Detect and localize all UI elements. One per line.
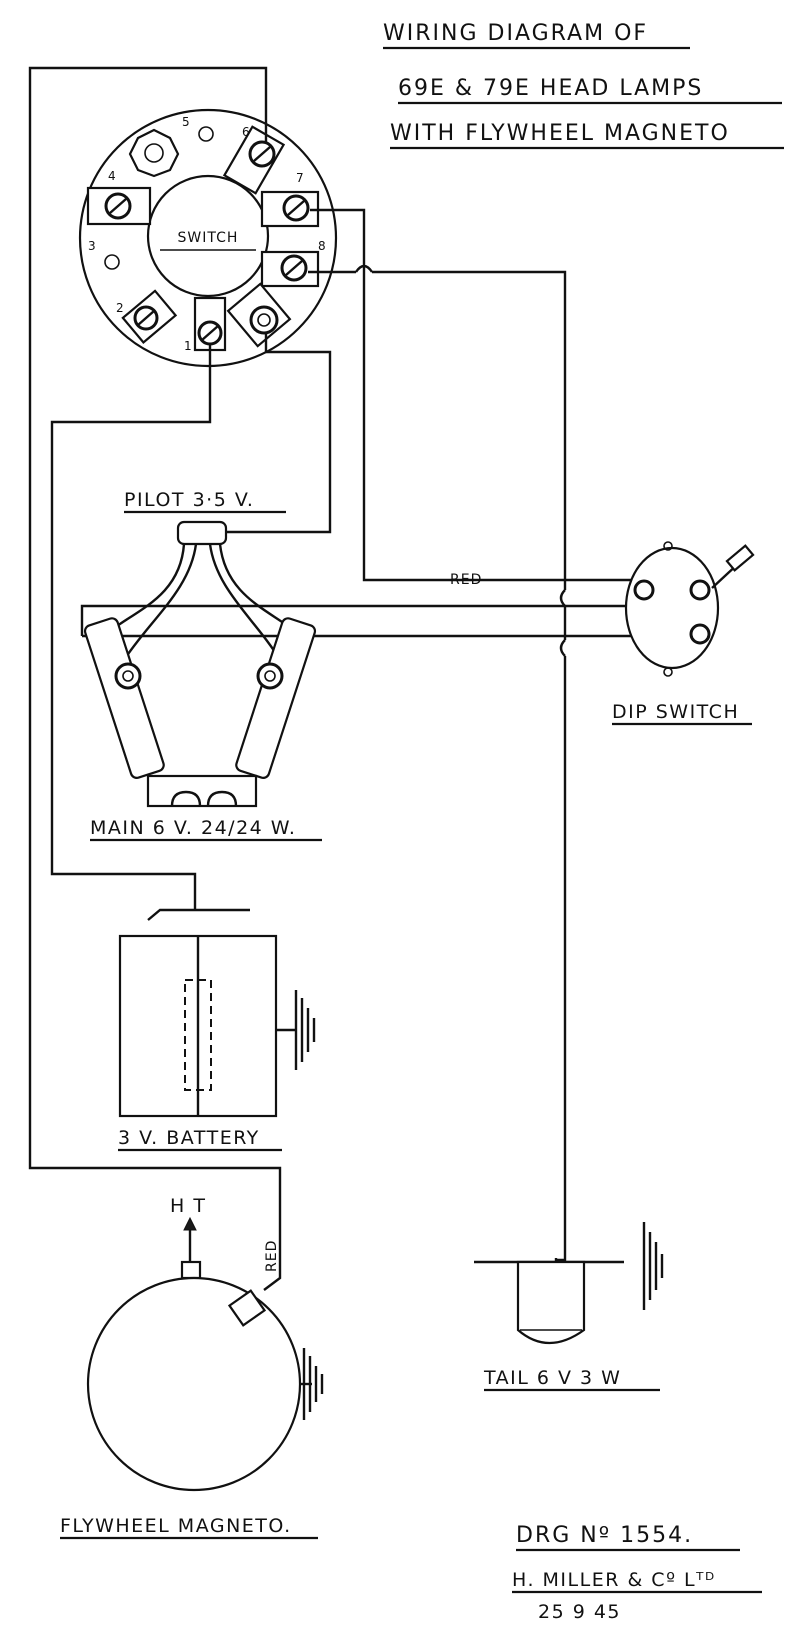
terminal-bulb [226,282,292,348]
main-bulb-right [235,617,317,779]
battery-label: 3 V. BATTERY [118,1127,260,1149]
terminal-1: 1 [184,296,227,353]
terminal-2: 2 [116,289,178,344]
maker-name: H. MILLER & Cº Lᵀᴰ [512,1569,716,1591]
svg-text:3: 3 [88,239,96,253]
earth-symbol [642,1222,664,1310]
svg-text:5: 5 [182,115,190,129]
wires [28,66,700,1386]
drawing-number: DRG Nº 1554. [516,1523,693,1548]
flywheel-magneto: H T RED FLYWHEEL MAGNETO. [60,1195,324,1540]
tail-lamp: TAIL 6 V 3 W [474,1222,664,1392]
switch-label: SWITCH [178,230,239,246]
switch: SWITCH 1 2 3 4 5 [78,108,338,368]
svg-text:7: 7 [296,171,304,185]
title-block: WIRING DIAGRAM OF 69E & 79E HEAD LAMPS W… [383,21,784,150]
pilot-bulb [176,520,228,546]
drawing-date: 25 9 45 [538,1601,621,1623]
magneto-body [86,1276,302,1492]
svg-text:4: 4 [108,169,116,183]
title-line-2: 69E & 79E HEAD LAMPS [398,76,703,101]
title-line-1: WIRING DIAGRAM OF [383,21,648,46]
svg-text:8: 8 [318,239,326,253]
pilot-label: PILOT 3·5 V. [124,489,254,511]
red-wire-label: RED [450,572,482,588]
terminal-6: 6 [222,125,286,195]
dip-switch: DIP SWITCH [612,541,755,726]
red-lead-label: RED [264,1240,280,1272]
terminal-4: 4 [86,169,152,226]
svg-text:6: 6 [242,125,250,139]
main-bulb-left [83,617,165,779]
magneto-label: FLYWHEEL MAGNETO. [60,1515,292,1537]
terminal-3: 3 [88,239,120,270]
terminal-7: 7 [260,171,320,228]
earth-symbol [302,1348,324,1420]
earth-symbol [294,990,316,1070]
title-line-3: WITH FLYWHEEL MAGNETO [390,121,730,146]
terminal-5: 5 [128,115,214,178]
head-lamp: PILOT 3·5 V. MAIN 6 V. 24/24 W. [83,489,322,842]
svg-text:1: 1 [184,339,192,353]
tail-label: TAIL 6 V 3 W [483,1367,621,1389]
svg-text:2: 2 [116,301,124,315]
switch-hub [146,174,270,298]
tail-bulb [516,1260,586,1344]
main-label: MAIN 6 V. 24/24 W. [90,817,296,839]
terminal-8: 8 [260,239,326,288]
lamp-base [146,774,258,808]
dip-switch-label: DIP SWITCH [612,701,739,723]
battery: 3 V. BATTERY [118,908,316,1152]
drawing-footer: DRG Nº 1554. H. MILLER & Cº Lᵀᴰ 25 9 45 [512,1523,762,1623]
ht-label: H T [170,1195,206,1217]
